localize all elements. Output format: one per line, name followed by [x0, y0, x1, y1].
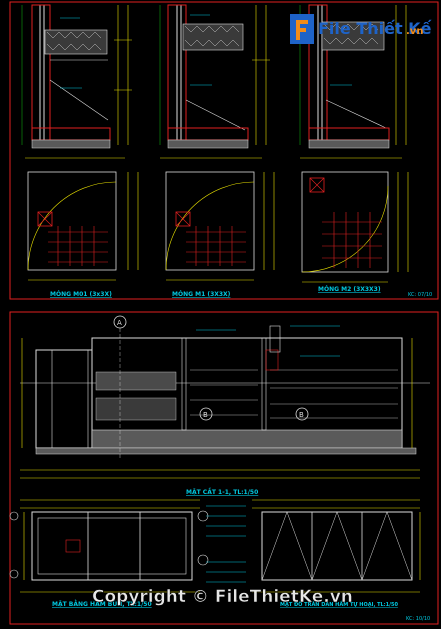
plan-left-title: MẶT BẰNG HẦM BÙN, TL:1/50 [52, 599, 152, 608]
column-section-2 [159, 4, 270, 149]
title-mong-m1: MÓNG M1 (3X3X) [172, 291, 231, 298]
title-mong-m2: MÓNG M2 (3X3X3) [318, 286, 381, 293]
plan-right-title: MẶT ĐỔ TRẦN DAN HẦM TỰ HOẠI, TL:1/50 [280, 599, 398, 608]
grid-bubble-b-plan [9, 569, 19, 579]
plan-tran-dan [252, 499, 421, 593]
section-title: MẶT CẮT 1-1, TL:1/50 [186, 488, 258, 496]
column-section-1 [21, 4, 132, 149]
copyright-watermark: Copyright © FileThietKe.vn [92, 587, 353, 607]
bottom-sheet-frame [9, 311, 439, 625]
grid-bubble-b-mid [197, 554, 209, 566]
footing-plan-1 [27, 171, 139, 281]
grid-bubble-a-plan [9, 511, 19, 521]
logo-text: File Thiết Kế [318, 19, 433, 38]
top-sheet-frame [9, 1, 439, 300]
title-mong-m01: MÓNG M01 (3x3X) [50, 291, 112, 298]
logo-watermark: File Thiết Kế .vn [290, 14, 433, 44]
grid-label-a: A [117, 319, 122, 327]
grid-label-b-1: B [203, 411, 208, 419]
plan-ham-bun [9, 499, 200, 593]
bottom-sheet-number: KC: 10/10 [406, 616, 430, 622]
logo-suffix: .vn [406, 26, 423, 37]
grid-bubble-b-2 [295, 407, 309, 421]
section-1-1: A B B [20, 315, 430, 479]
bottom-sheet: A B B MẶT CẮT 1-1, TL:1/50 MẶT BẰNG HẦM … [9, 311, 439, 625]
top-sheet-number: KC: 07/10 [408, 292, 432, 298]
top-sheet: MÓNG M01 (3x3X) MÓNG M1 (3X3X) MÓNG M2 (… [9, 1, 439, 300]
grid-label-b-2: B [299, 411, 304, 419]
grid-bubble-b-1 [199, 407, 213, 421]
footing-plan-2 [165, 171, 275, 281]
grid-bubble-a-mid [197, 510, 209, 522]
annotation-stack [206, 505, 246, 583]
footing-plan-3 [301, 171, 409, 283]
